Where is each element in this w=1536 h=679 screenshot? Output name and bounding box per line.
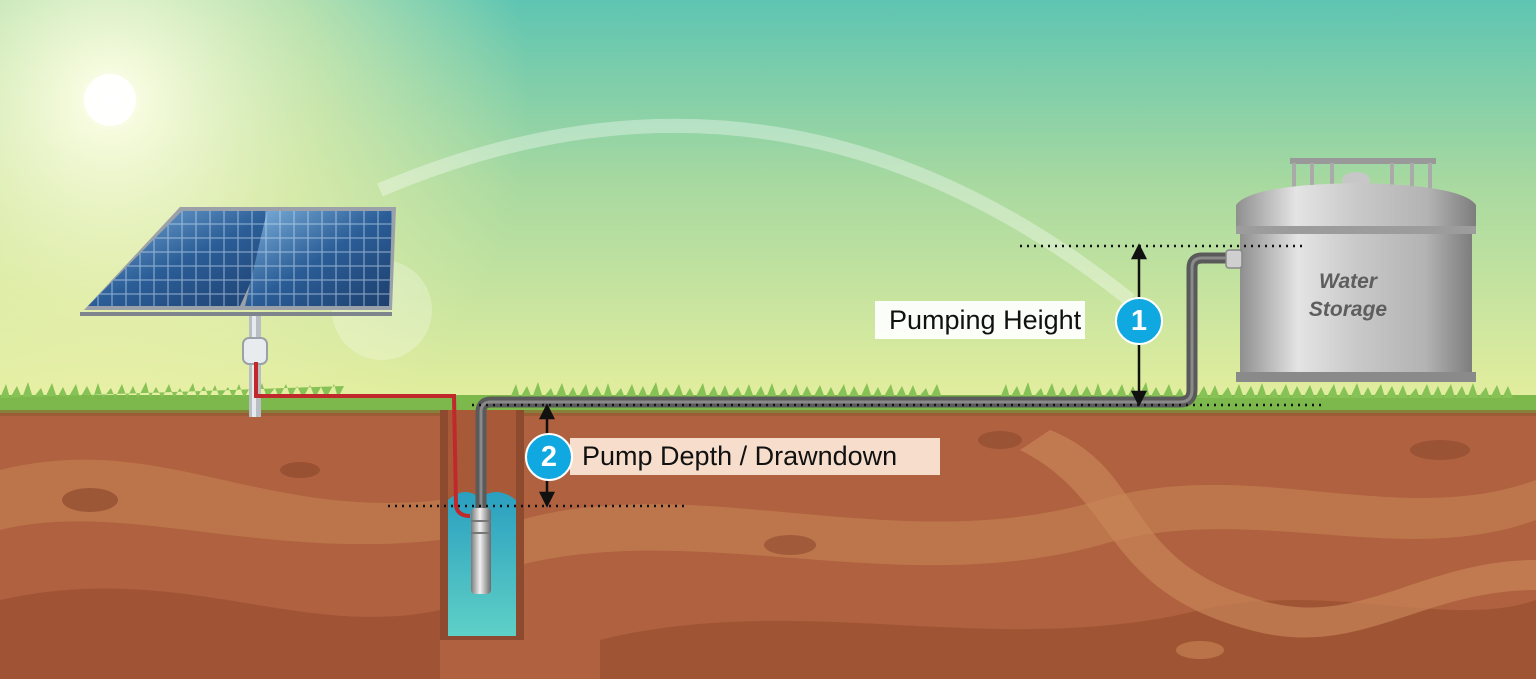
badge-2: 2 [525, 433, 573, 481]
power-cable [254, 362, 471, 518]
solar-panel-icon [80, 207, 396, 417]
pump-depth-label: Pump Depth / Drawndown [570, 438, 940, 475]
measurement-lines [388, 244, 1326, 508]
pump-depth-text: Pump Depth / Drawndown [582, 441, 898, 471]
submersible-pump-icon [471, 508, 491, 594]
pumping-height-label: Pumping Height [875, 301, 1086, 339]
pumping-height-text: Pumping Height [889, 304, 1082, 335]
light-arc [377, 118, 1135, 306]
tank-label-line2: Storage [1308, 298, 1388, 321]
badge-1: 1 [1115, 297, 1163, 345]
water-tank-icon [1225, 158, 1476, 382]
tank-label: Water Storage [1296, 268, 1400, 324]
pumping-height-arrow [1130, 243, 1148, 407]
tank-label-line1: Water [1319, 270, 1377, 293]
